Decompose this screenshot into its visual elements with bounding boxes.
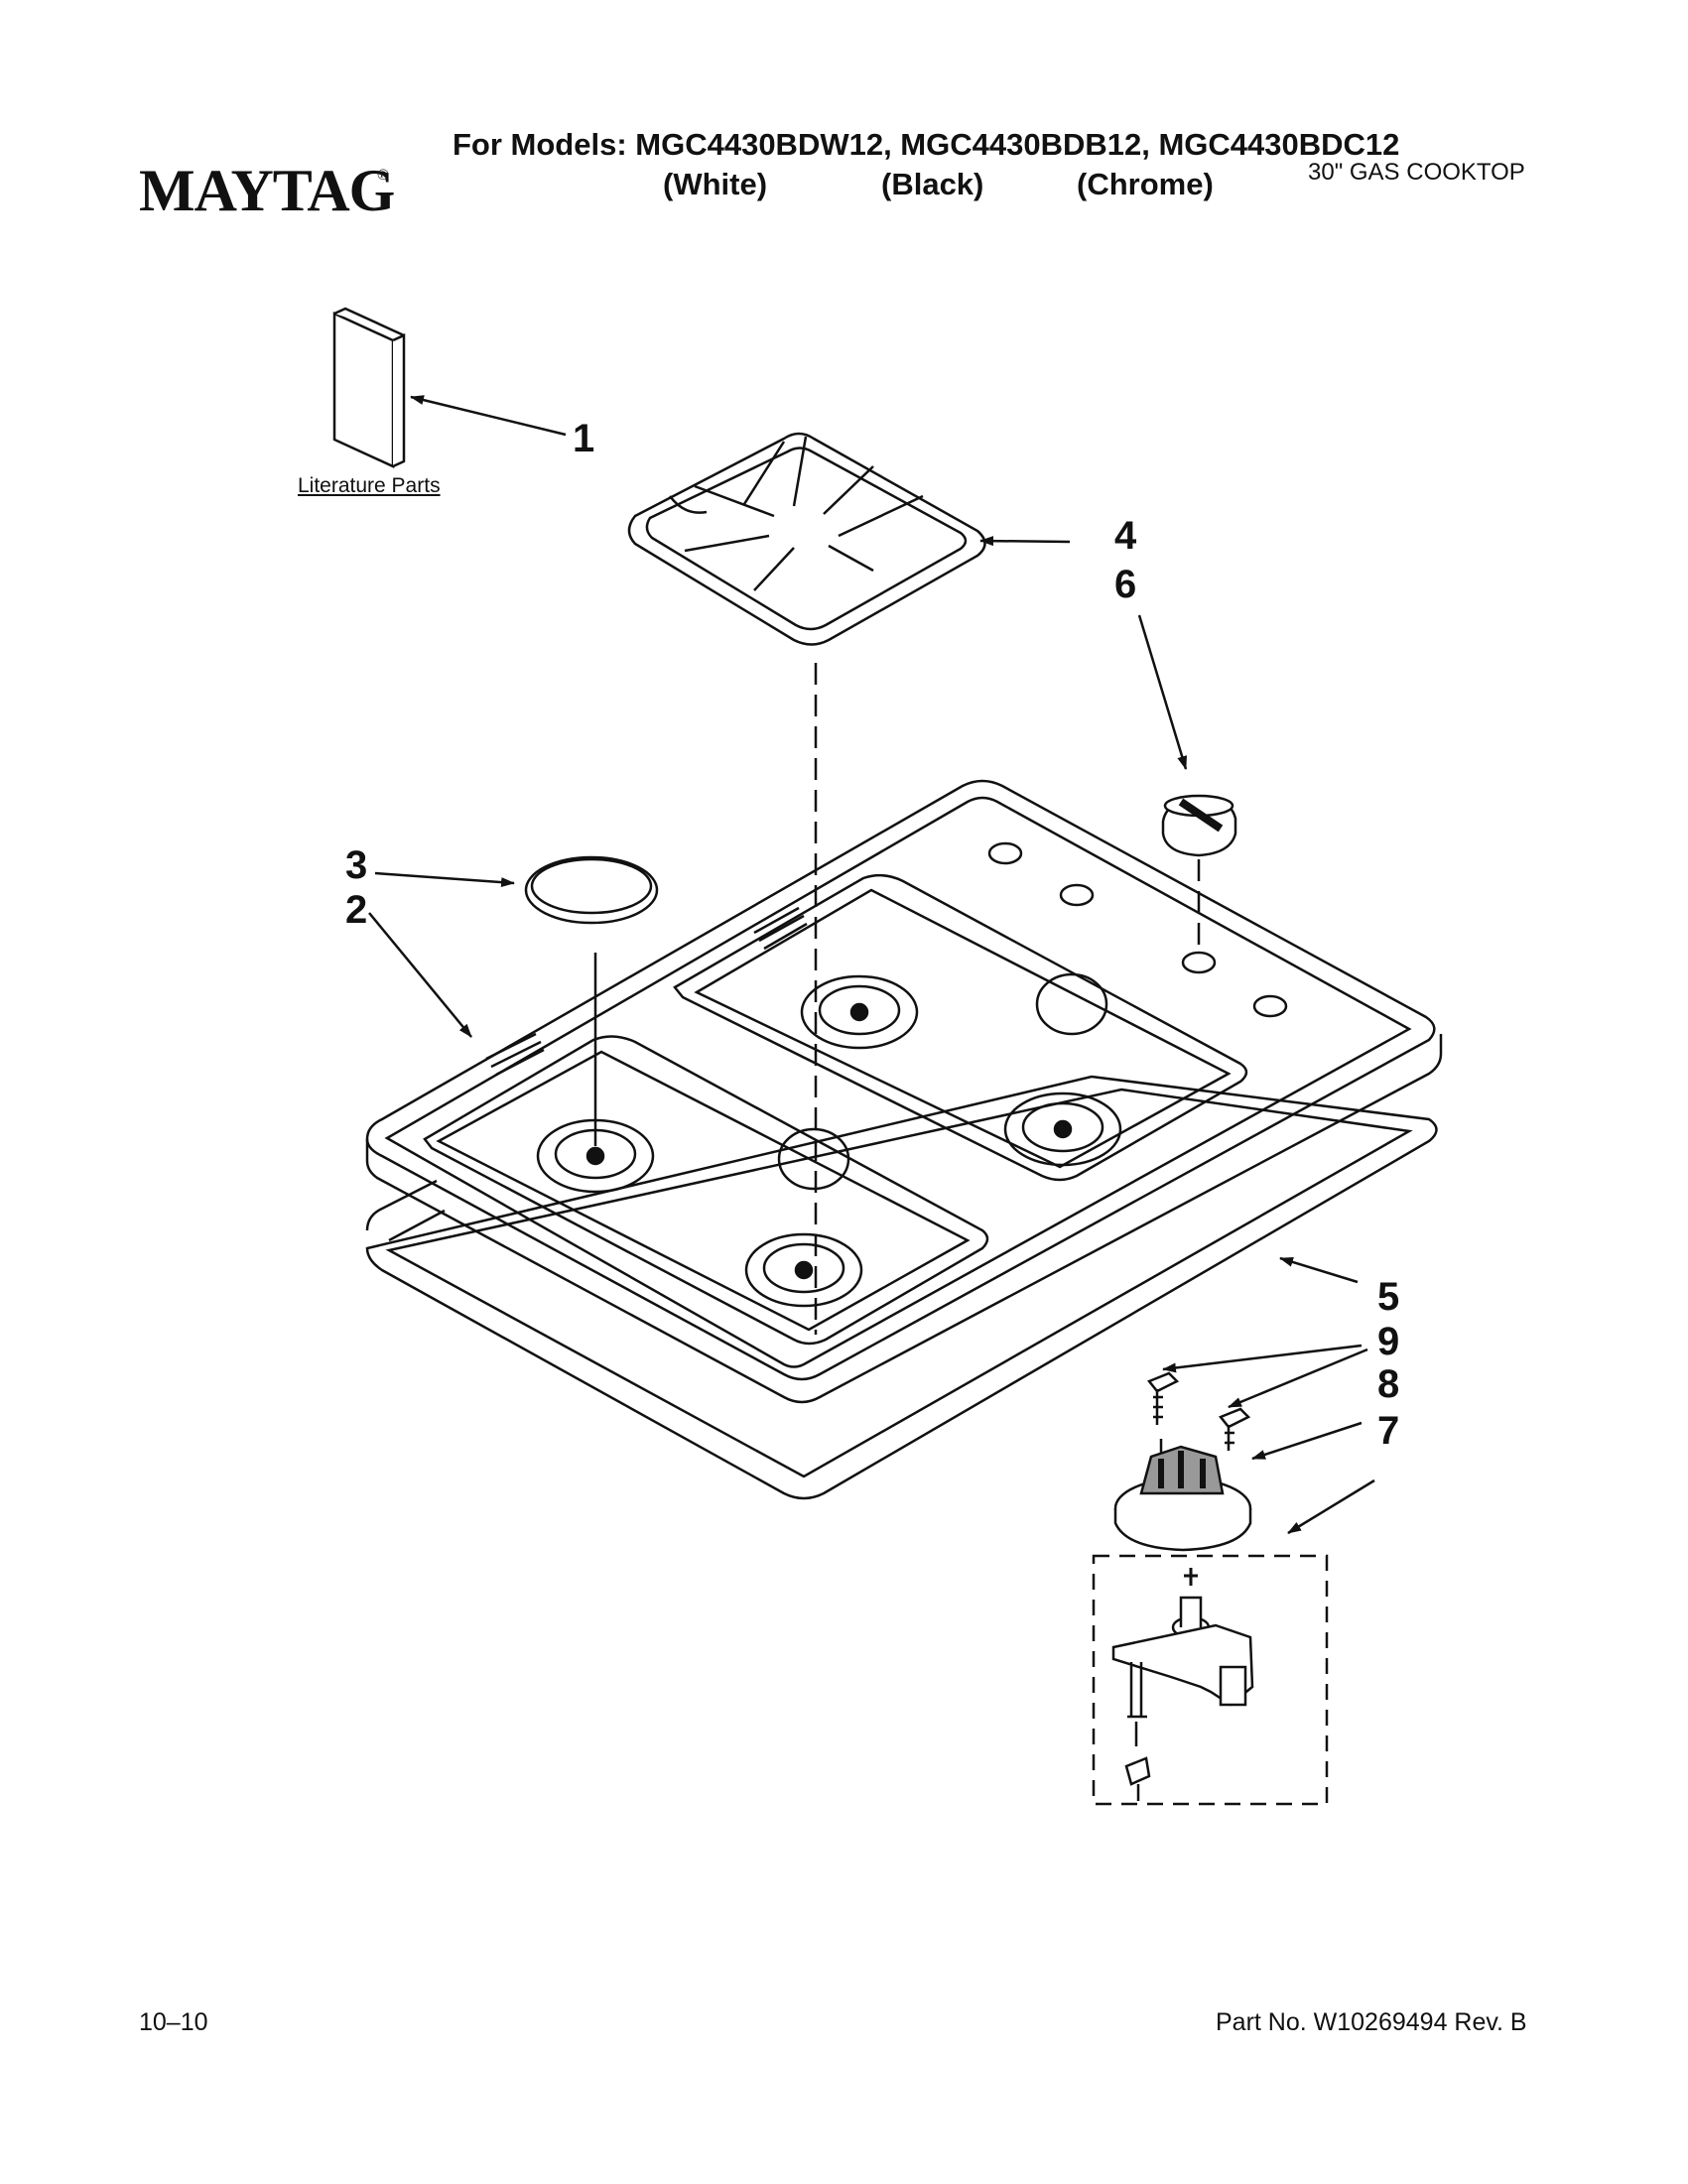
screws <box>1146 1371 1251 1451</box>
callout-9: 9 <box>1377 1320 1400 1363</box>
callout-6: 6 <box>1114 563 1137 606</box>
callout-4: 4 <box>1114 514 1137 558</box>
models-line: For Models: MGC4430BDW12, MGC4430BDB12, … <box>453 127 1400 162</box>
brand-logo: MAYTAG <box>139 158 395 223</box>
control-knob <box>1161 794 1237 857</box>
callout-2: 2 <box>345 888 368 932</box>
product-name: 30" GAS COOKTOP <box>1308 159 1525 186</box>
color-chrome: (Chrome) <box>1077 167 1214 201</box>
assembly-lines <box>814 663 1201 1474</box>
callout-3: 3 <box>345 843 368 887</box>
callout-8: 8 <box>1377 1362 1400 1406</box>
registered-mark: ® <box>377 167 390 184</box>
burner-cap <box>524 855 659 925</box>
knob-holes <box>987 841 1288 1018</box>
cooktop-main-top <box>365 779 1443 1404</box>
callout-7: 7 <box>1377 1409 1400 1453</box>
callout-1: 1 <box>573 417 595 460</box>
callout-arrows <box>368 395 1375 1535</box>
burner-grate <box>627 432 986 646</box>
surface-burner-base <box>1113 1445 1252 1552</box>
color-black: (Black) <box>881 167 984 201</box>
revision-date: 10–10 <box>139 2008 208 2036</box>
literature-parts-label: Literature Parts <box>298 474 441 497</box>
part-number: Part No. W10269494 Rev. B <box>1216 2008 1527 2036</box>
valve-assembly <box>1092 1554 1329 1806</box>
cooktop-gasket <box>365 1075 1438 1500</box>
color-white: (White) <box>663 167 768 201</box>
literature-booklet <box>332 307 406 468</box>
callout-5: 5 <box>1377 1275 1400 1319</box>
